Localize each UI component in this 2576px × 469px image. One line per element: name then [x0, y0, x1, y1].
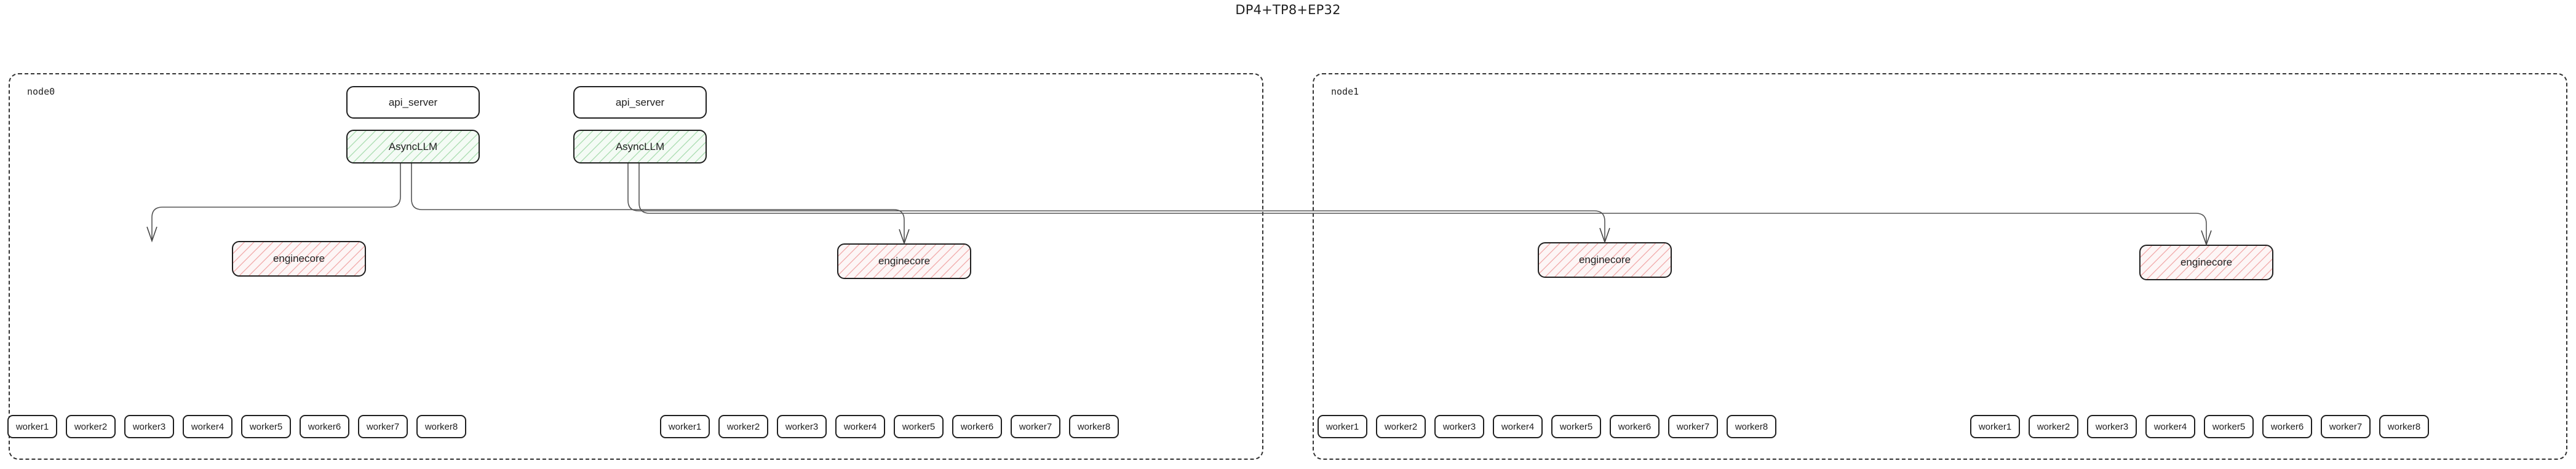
enginecore-node[interactable]: enginecore	[1538, 242, 1672, 278]
worker-node[interactable]: worker3	[777, 415, 827, 438]
worker-node-label: worker1	[668, 421, 702, 432]
worker-node[interactable]: worker3	[1434, 415, 1484, 438]
worker-node-label: worker8	[424, 421, 458, 432]
worker-node-label: worker5	[1559, 421, 1593, 432]
worker-node[interactable]: worker4	[2145, 415, 2195, 438]
worker-node[interactable]: worker8	[1727, 415, 1776, 438]
worker-node[interactable]: worker8	[1069, 415, 1119, 438]
enginecore-node-label: enginecore	[1578, 254, 1631, 266]
worker-node[interactable]: worker6	[300, 415, 349, 438]
worker-node[interactable]: worker1	[7, 415, 57, 438]
worker-node[interactable]: worker5	[1551, 415, 1601, 438]
worker-node[interactable]: worker1	[660, 415, 710, 438]
worker-node-label: worker4	[843, 421, 877, 432]
worker-node[interactable]: worker6	[1610, 415, 1660, 438]
worker-node[interactable]: worker5	[2204, 415, 2254, 438]
enginecore-node[interactable]: enginecore	[232, 241, 366, 277]
enginecore-node[interactable]: enginecore	[2139, 245, 2273, 280]
worker-node[interactable]: worker7	[358, 415, 408, 438]
api-server-node[interactable]: api_server	[346, 86, 480, 119]
async-llm-node[interactable]: AsyncLLM	[573, 130, 707, 164]
worker-node-label: worker3	[2095, 421, 2129, 432]
worker-node-label: worker5	[249, 421, 283, 432]
worker-node-label: worker6	[1618, 421, 1652, 432]
cluster-label-node0: node0	[27, 86, 55, 97]
worker-node[interactable]: worker5	[894, 415, 944, 438]
worker-node-label: worker1	[1978, 421, 2012, 432]
worker-node-label: worker7	[2329, 421, 2363, 432]
api-server-node[interactable]: api_server	[573, 86, 707, 119]
worker-node-label: worker3	[132, 421, 166, 432]
worker-node-label: worker5	[902, 421, 936, 432]
worker-node-label: worker4	[191, 421, 225, 432]
worker-node-label: worker8	[1077, 421, 1111, 432]
worker-node-label: worker4	[1501, 421, 1535, 432]
worker-node[interactable]: worker7	[1011, 415, 1060, 438]
cluster-label-node1: node1	[1331, 86, 1359, 97]
worker-node-label: worker6	[308, 421, 341, 432]
enginecore-node[interactable]: enginecore	[837, 243, 971, 279]
worker-node[interactable]: worker6	[952, 415, 1002, 438]
async-llm-node-label: AsyncLLM	[615, 140, 665, 152]
worker-node-label: worker6	[960, 421, 994, 432]
worker-node[interactable]: worker1	[1970, 415, 2020, 438]
worker-node[interactable]: worker2	[2029, 415, 2078, 438]
worker-node-label: worker6	[2270, 421, 2304, 432]
worker-node[interactable]: worker7	[2321, 415, 2371, 438]
worker-node-label: worker7	[1019, 421, 1052, 432]
worker-node[interactable]: worker6	[2262, 415, 2312, 438]
worker-node-label: worker3	[1442, 421, 1476, 432]
worker-node-label: worker2	[726, 421, 760, 432]
api-server-node-label: api_server	[615, 96, 665, 108]
cluster-node1	[1313, 73, 2567, 460]
worker-node[interactable]: worker4	[183, 415, 233, 438]
worker-node[interactable]: worker2	[1376, 415, 1426, 438]
async-llm-node[interactable]: AsyncLLM	[346, 130, 480, 164]
worker-node-label: worker8	[1735, 421, 1768, 432]
worker-node-label: worker1	[1326, 421, 1359, 432]
worker-node[interactable]: worker3	[124, 415, 174, 438]
worker-node[interactable]: worker2	[718, 415, 768, 438]
worker-node-label: worker2	[74, 421, 108, 432]
async-llm-node-label: AsyncLLM	[388, 140, 438, 152]
worker-node[interactable]: worker1	[1318, 415, 1367, 438]
worker-node[interactable]: worker2	[66, 415, 116, 438]
worker-node-label: worker5	[2212, 421, 2246, 432]
worker-node[interactable]: worker4	[1493, 415, 1543, 438]
worker-node-label: worker4	[2153, 421, 2187, 432]
worker-node[interactable]: worker7	[1668, 415, 1718, 438]
worker-node[interactable]: worker8	[2379, 415, 2429, 438]
enginecore-node-label: enginecore	[878, 255, 931, 267]
worker-node-label: worker3	[785, 421, 819, 432]
worker-node[interactable]: worker4	[835, 415, 885, 438]
worker-node[interactable]: worker8	[416, 415, 466, 438]
enginecore-node-label: enginecore	[272, 253, 325, 264]
worker-node-label: worker2	[2037, 421, 2070, 432]
worker-node-label: worker2	[1384, 421, 1418, 432]
worker-node-label: worker7	[1676, 421, 1710, 432]
worker-node[interactable]: worker3	[2087, 415, 2137, 438]
page-title: DP4+TP8+EP32	[1235, 2, 1341, 17]
worker-node-label: worker8	[2387, 421, 2421, 432]
worker-node-label: worker1	[15, 421, 49, 432]
api-server-node-label: api_server	[388, 96, 438, 108]
cluster-node0	[9, 73, 1263, 460]
worker-node-label: worker7	[366, 421, 400, 432]
worker-node[interactable]: worker5	[241, 415, 291, 438]
enginecore-node-label: enginecore	[2180, 256, 2233, 268]
